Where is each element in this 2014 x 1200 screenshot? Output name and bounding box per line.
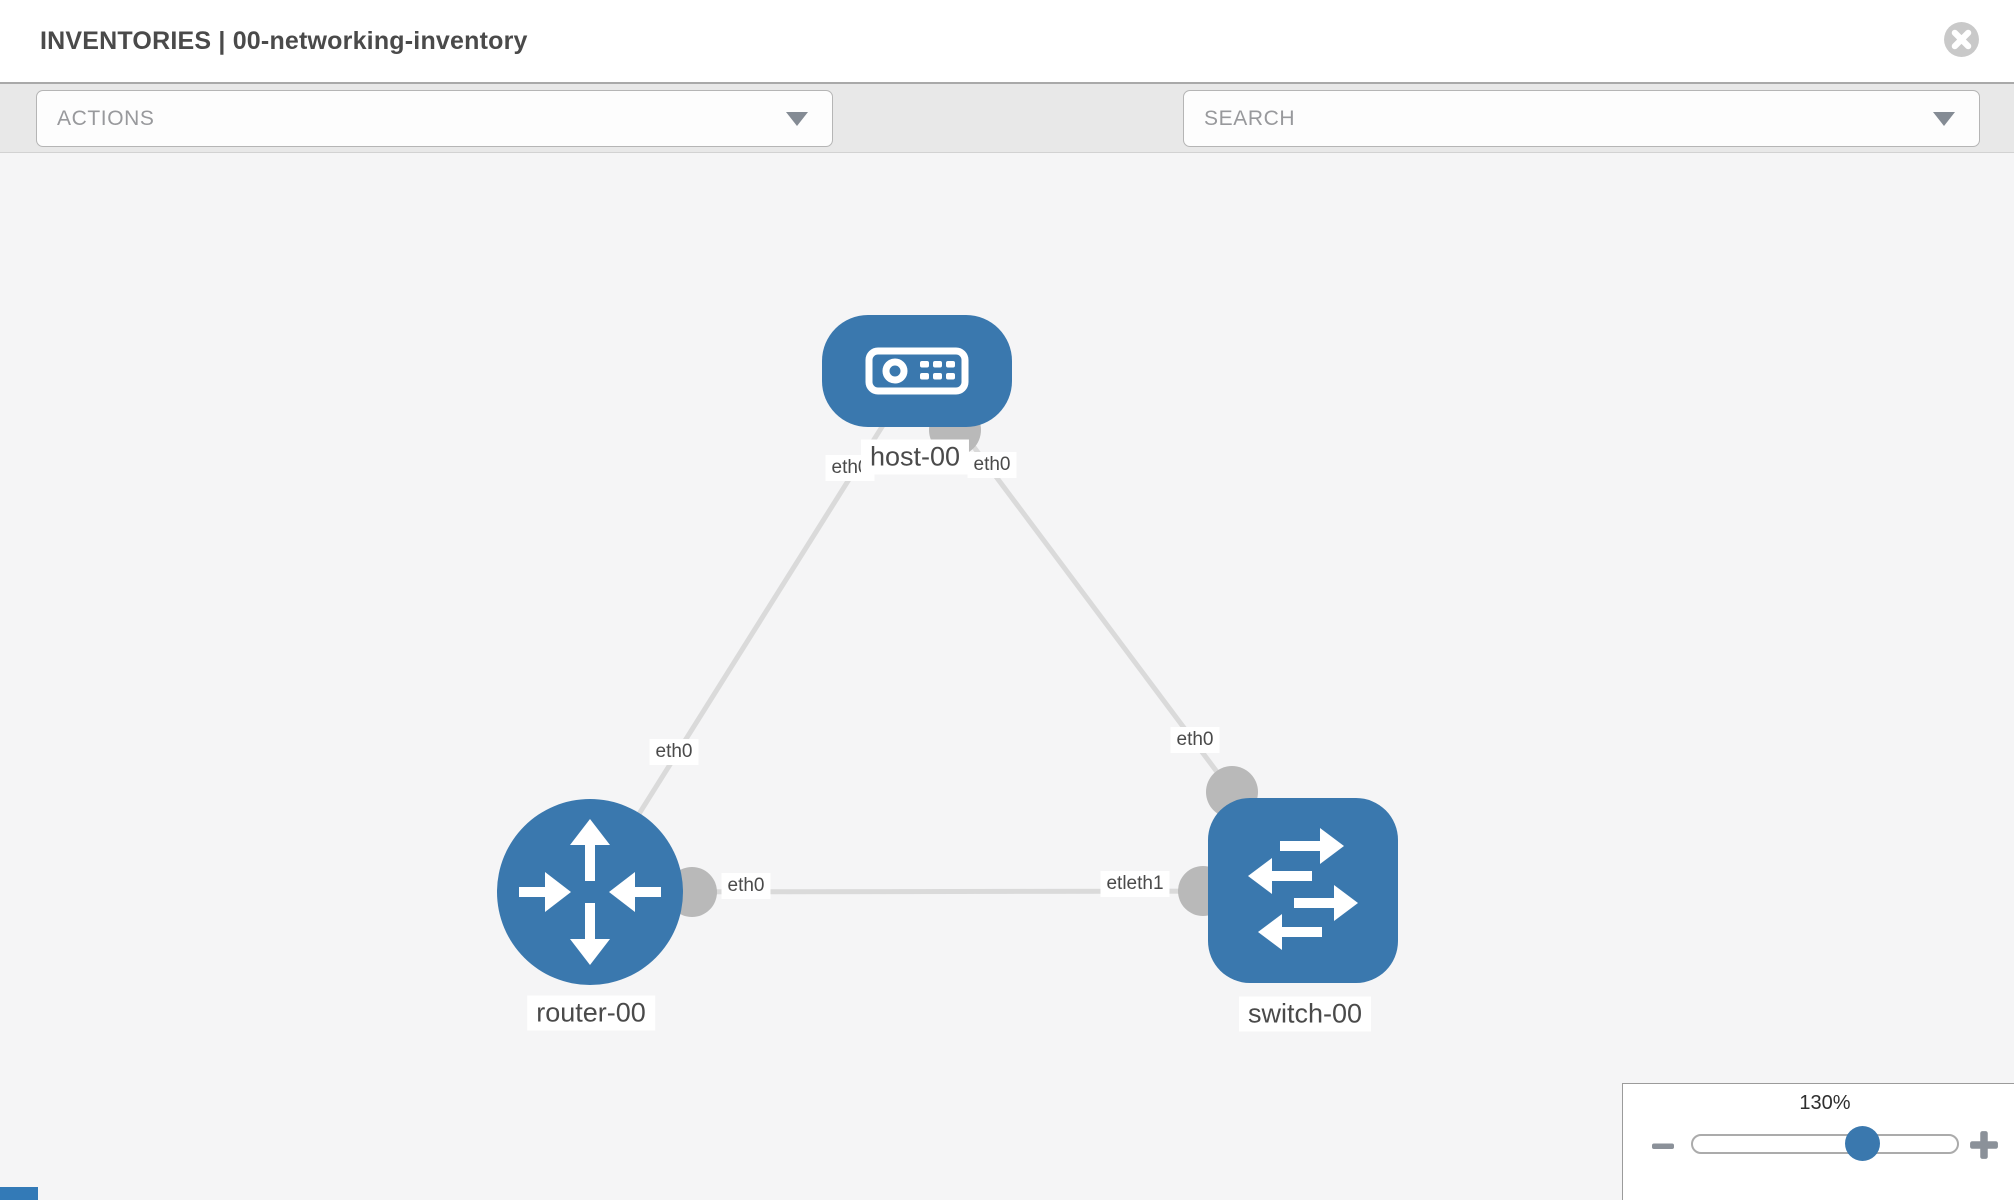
- node-switch-00[interactable]: [1208, 797, 1398, 983]
- switch-icon: [1248, 827, 1358, 950]
- actions-dropdown[interactable]: ACTIONS: [36, 90, 833, 147]
- router-icon: [519, 819, 661, 965]
- node-label-router-00: router-00: [527, 995, 655, 1031]
- search-dropdown[interactable]: SEARCH: [1183, 90, 1980, 147]
- interface-label: etleth1: [1100, 871, 1170, 897]
- node-router-00[interactable]: [497, 799, 683, 985]
- close-icon: [1944, 22, 1979, 57]
- interface-label: eth0: [649, 739, 699, 765]
- zoom-slider-knob[interactable]: [1845, 1126, 1881, 1161]
- node-label-switch-00: switch-00: [1238, 996, 1372, 1032]
- minus-icon: [1652, 1143, 1674, 1149]
- page-title: INVENTORIES | 00-networking-inventory: [40, 26, 528, 55]
- node-label-host-00: host-00: [860, 439, 970, 475]
- chevron-down-icon: [1933, 111, 1955, 126]
- zoom-panel: 130%: [1622, 1083, 2014, 1200]
- node-host-00[interactable]: [822, 315, 1012, 427]
- toolbar: ACTIONS SEARCH: [0, 82, 2014, 216]
- zoom-level-label: 130%: [1799, 1092, 1851, 1114]
- clipped-blue-element: [0, 1187, 38, 1200]
- interface-label: eth0: [967, 452, 1017, 478]
- host-icon: [865, 347, 969, 395]
- close-button[interactable]: [1943, 21, 1980, 58]
- zoom-in-button[interactable]: [1969, 1130, 1999, 1160]
- interface-label: eth0: [1170, 727, 1220, 753]
- chevron-down-icon: [786, 111, 808, 126]
- links-layer: [587, 369, 1304, 917]
- zoom-out-button[interactable]: [1651, 1134, 1675, 1158]
- plus-icon: [1970, 1131, 1998, 1159]
- header: INVENTORIES | 00-networking-inventory: [0, 0, 2014, 82]
- interface-label: eth0: [721, 873, 771, 899]
- actions-dropdown-label: ACTIONS: [57, 106, 155, 130]
- search-dropdown-label: SEARCH: [1204, 106, 1296, 130]
- zoom-slider[interactable]: [1691, 1134, 1959, 1154]
